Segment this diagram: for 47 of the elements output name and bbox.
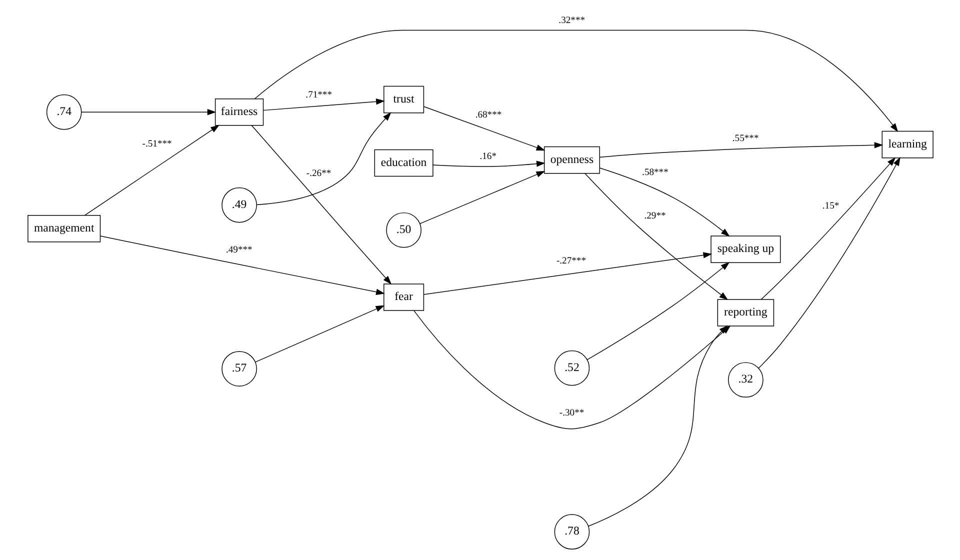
node-box: learning <box>881 130 933 158</box>
node-circle: .32 <box>728 362 763 398</box>
edge-label: -.26** <box>306 168 331 179</box>
edge-label: -.27*** <box>556 256 586 267</box>
arrow <box>598 142 883 158</box>
arrow <box>254 305 384 362</box>
edge-label: -.51*** <box>142 138 172 150</box>
arrow <box>250 125 392 285</box>
node-box: education <box>374 149 433 177</box>
node-box: openness <box>543 146 600 174</box>
edge-label: .58*** <box>642 167 668 178</box>
node-box: reporting <box>716 299 774 326</box>
arrow <box>262 98 384 111</box>
node-box: fear <box>383 284 424 311</box>
arrow <box>432 160 545 167</box>
arrow <box>256 112 391 206</box>
arrow <box>254 30 898 132</box>
arrow <box>760 157 896 300</box>
edge-label: .55*** <box>732 133 758 144</box>
edge-label: .16* <box>479 150 496 162</box>
node-box: fairness <box>214 98 264 126</box>
arrow <box>584 173 728 300</box>
node-circle: .49 <box>221 187 256 223</box>
node-box: speaking up <box>710 236 780 263</box>
arrow <box>422 252 712 295</box>
node-circle: .74 <box>46 94 82 130</box>
edge-label: -.30** <box>558 408 584 419</box>
arrow <box>587 325 728 527</box>
edge-label: .71*** <box>305 90 332 101</box>
arrow <box>80 109 216 116</box>
arrow <box>419 171 545 224</box>
edge-label: .49*** <box>226 244 252 256</box>
node-box: management <box>27 215 100 242</box>
node-circle: .78 <box>554 514 590 550</box>
edge-label: .32*** <box>558 15 585 26</box>
node-circle: .57 <box>221 351 256 386</box>
arrow <box>598 168 730 237</box>
node-box: trust <box>383 86 424 114</box>
arrow <box>423 106 545 151</box>
arrow <box>84 124 220 216</box>
edge-label: .29** <box>644 210 666 222</box>
edge-label: .15* <box>822 200 839 212</box>
node-circle: .52 <box>554 350 590 386</box>
edge-label: .68*** <box>474 110 502 121</box>
arrow <box>100 236 384 295</box>
arrow <box>758 156 900 369</box>
node-circle: .50 <box>386 212 421 248</box>
